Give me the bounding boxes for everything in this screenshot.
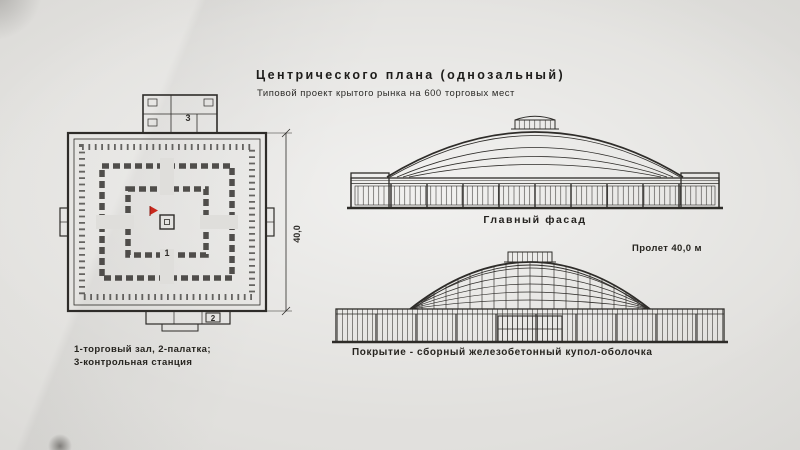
plan-bottom-entrance [145, 310, 231, 332]
facade-caption: Главный фасад [483, 214, 587, 226]
plan-legend-line-1: 1-торговый зал, 2-палатка; [74, 344, 211, 355]
section-drawing [332, 251, 728, 344]
plan-dimension [266, 128, 292, 316]
facade-dome [386, 131, 684, 178]
plan-label-3: 3 [185, 113, 190, 123]
plan-legend: 1-торговый зал, 2-палатка; 3-контрольная… [74, 343, 211, 369]
section-span-label: Пролет 40,0 м [632, 243, 702, 254]
plan-central-kiosk [159, 214, 175, 230]
plan-label-2: 2 [211, 314, 216, 323]
section-caption: Покрытие - сборный железобетонный купол-… [352, 347, 653, 358]
plan-perimeter-stalls [79, 144, 255, 300]
plan-counter-loop-inner [125, 186, 209, 258]
section-base [335, 308, 725, 343]
page-title: Центрического плана (однозальный) [256, 68, 566, 82]
plan-control-station [142, 94, 218, 134]
section-piers [375, 314, 697, 342]
plan-side-porches [59, 207, 275, 237]
facade-drawing [347, 115, 723, 210]
plan-inner-wall [73, 138, 261, 306]
plan-legend-line-2: 3-контрольная станция [74, 357, 193, 368]
section-lantern [504, 251, 556, 263]
red-marker [149, 206, 158, 216]
floor-plan-drawing: 3 1 2 40,0 [59, 94, 302, 332]
plan-aisle-gaps [96, 158, 238, 284]
facade-base [350, 172, 720, 209]
plan-label-1: 1 [164, 248, 169, 258]
plan-dimension-label: 40,0 [292, 225, 302, 243]
page-subtitle: Типовой проект крытого рынка на 600 торг… [257, 88, 515, 99]
facade-piers [390, 184, 680, 208]
facade-lantern [511, 115, 559, 130]
